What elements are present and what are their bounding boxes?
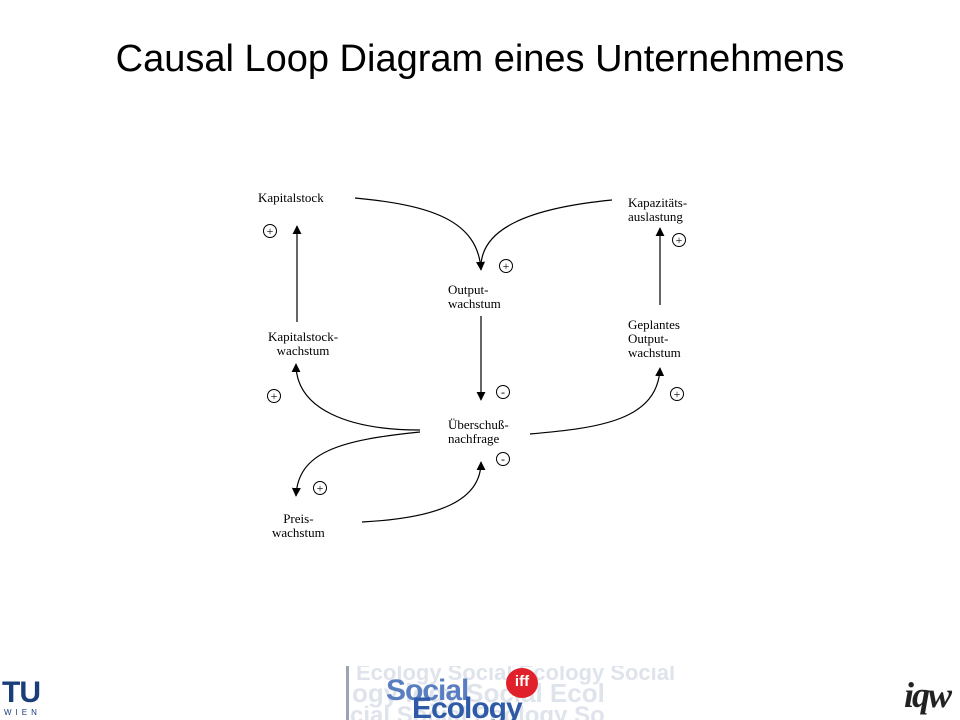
logo-stripe <box>346 666 349 720</box>
social-ecology-logo: Ecology Social Ecology Social ogy logy S… <box>346 666 678 720</box>
logo-social-word: Social <box>386 674 469 707</box>
polarity-sign: + <box>313 481 327 495</box>
node-kapazitaet-line-1: Kapazitäts- <box>628 195 688 210</box>
node-outputwachstum: Output- wachstum <box>448 283 501 311</box>
tu-logo-main: TU <box>2 676 41 709</box>
link-ueberschuss-to-geplantes <box>529 367 665 435</box>
node-kapitalstockwachstum-line-1: Kapitalstock- <box>268 329 339 344</box>
link-kapazitaet-to-output <box>480 199 613 267</box>
logo-background-text: cial Social Ecology So <box>350 702 605 720</box>
node-kapitalstock: Kapitalstock <box>258 191 324 205</box>
node-kapitalstock-line: Kapitalstock <box>258 190 324 205</box>
link-kapitalstock-to-output <box>354 197 485 271</box>
causal-loop-diagram <box>291 197 665 523</box>
node-output-line-2: wachstum <box>448 296 501 311</box>
iqw-logo: iqw <box>904 675 952 715</box>
polarity-sign: + <box>263 224 277 238</box>
node-kapazitaet-line-2: auslastung <box>628 209 683 224</box>
node-ueberschuss-line-1: Überschuß- <box>448 417 509 432</box>
node-geplantes-outputwachstum: Geplantes Output- wachstum <box>628 318 681 360</box>
logo-ecology-word: Ecology <box>412 692 523 720</box>
logo-iff-badge: iff <box>506 668 538 698</box>
node-ueberschussnachfrage: Überschuß- nachfrage <box>448 418 509 446</box>
link-ueberschuss-to-kapitalstockwachstum <box>291 363 421 431</box>
logo-background-text: ogy logy Social Ecol <box>352 678 605 708</box>
polarity-sign: - <box>496 385 510 399</box>
node-geplantes-line-1: Geplantes <box>628 317 680 332</box>
node-preis-line-1: Preis- <box>283 511 314 526</box>
node-kapitalstockwachstum: Kapitalstock- wachstum <box>268 330 338 358</box>
node-output-line-1: Output- <box>448 282 489 297</box>
polarity-sign: + <box>672 233 686 247</box>
node-preiswachstum: Preis- wachstum <box>272 512 325 540</box>
tu-logo-sub: WIEN <box>4 708 41 717</box>
link-ueberschuss-to-preis <box>291 431 421 497</box>
node-kapitalstockwachstum-line-2: wachstum <box>276 343 330 358</box>
node-geplantes-line-2: Output- <box>628 331 669 346</box>
polarity-sign: + <box>499 259 513 273</box>
node-ueberschuss-line-2: nachfrage <box>448 431 500 446</box>
tu-wien-logo: TU WIEN <box>0 672 62 720</box>
node-geplantes-line-3: wachstum <box>628 345 681 360</box>
node-preis-line-2: wachstum <box>272 525 325 540</box>
polarity-sign: - <box>496 452 510 466</box>
node-kapazitaetsauslastung: Kapazitäts- auslastung <box>628 196 687 224</box>
slide-title: Causal Loop Diagram eines Unternehmens <box>115 38 845 80</box>
link-preis-to-ueberschuss <box>361 461 486 523</box>
polarity-sign: + <box>670 387 684 401</box>
polarity-sign: + <box>267 389 281 403</box>
